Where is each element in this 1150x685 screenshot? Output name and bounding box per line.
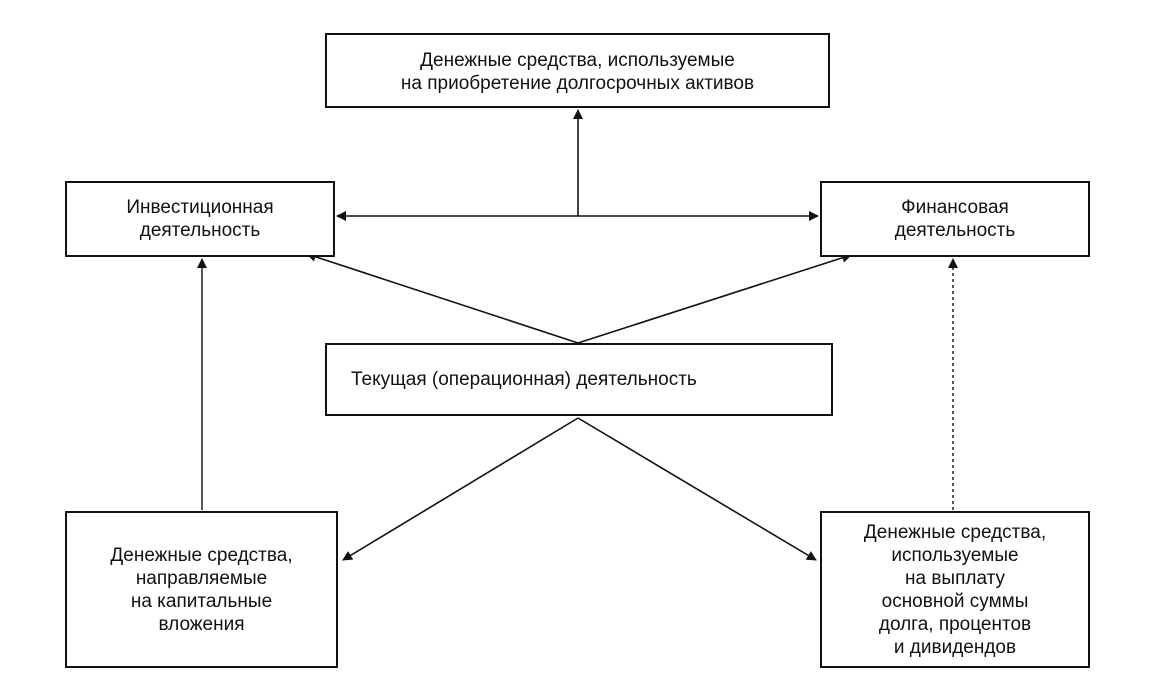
node-capital-investment-cash: Денежные средства, направляемые на капит… <box>65 511 338 668</box>
node-right-text: Финансовая деятельность <box>895 196 1016 242</box>
node-bottom-right-line-2: используемые <box>891 544 1019 566</box>
node-bottom-right-line-6: и дивидендов <box>893 636 1017 658</box>
node-bottom-left-line-4: вложения <box>158 613 245 635</box>
node-right-line-2: деятельность <box>894 220 1016 241</box>
node-center-line-1: Текущая (операционная) деятельность <box>351 369 697 390</box>
arrow-center-to-left-box <box>306 252 579 344</box>
node-long-term-assets-cash: Денежные средства, используемые на приоб… <box>325 33 830 108</box>
node-bottom-right-line-5: долга, процентов <box>878 613 1032 635</box>
node-bottom-right-text: Денежные средства, используемые на выпла… <box>864 521 1046 659</box>
node-left-line-2: деятельность <box>139 220 261 241</box>
node-top-text: Денежные средства, используемые на приоб… <box>401 49 754 95</box>
node-financing-activity: Финансовая деятельность <box>820 181 1090 257</box>
node-center-text: Текущая (операционная) деятельность <box>351 368 697 391</box>
node-left-text: Инвестиционная деятельность <box>126 196 273 242</box>
node-right-line-1: Финансовая <box>901 197 1009 218</box>
node-bottom-left-line-3: на капитальные <box>130 590 273 612</box>
node-bottom-right-line-1: Денежные средства, <box>863 521 1047 543</box>
node-top-line-1: Денежные средства, используемые <box>420 50 735 71</box>
arrow-center-to-bottom-right-box <box>577 417 817 561</box>
node-bottom-right-line-3: на выплату <box>904 567 1006 589</box>
arrow-center-to-bottom-left-box <box>342 417 579 561</box>
node-left-line-1: Инвестиционная <box>126 197 274 218</box>
node-bottom-right-line-4: основной суммы <box>881 590 1029 612</box>
node-top-line-2: на приобретение долгосрочных активов <box>400 73 755 94</box>
node-operating-activity: Текущая (операционная) деятельность <box>325 343 833 416</box>
arrow-center-to-right-box <box>577 253 852 344</box>
node-investing-activity: Инвестиционная деятельность <box>65 181 335 257</box>
node-debt-interest-dividend-cash: Денежные средства, используемые на выпла… <box>820 511 1090 668</box>
node-bottom-left-line-1: Денежные средства, <box>110 544 293 566</box>
node-bottom-left-line-2: направляемые <box>135 567 268 589</box>
node-bottom-left-text: Денежные средства, направляемые на капит… <box>110 544 292 636</box>
